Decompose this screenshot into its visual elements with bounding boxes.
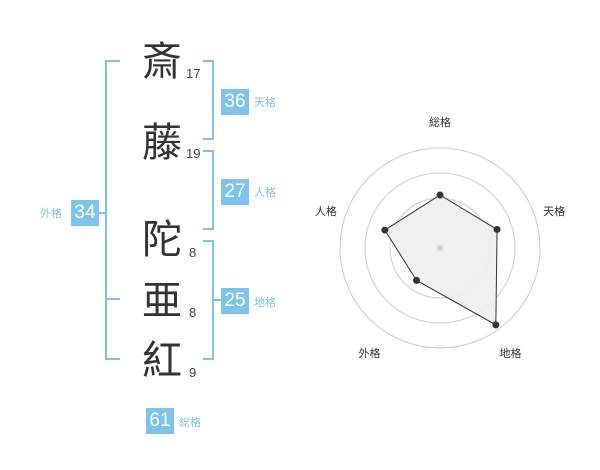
radar-axis-label-1: 総格 — [429, 115, 451, 129]
radar-point-5 — [381, 226, 389, 234]
soukaku-value: 61 — [146, 408, 174, 434]
tenkaku-label: 天格 — [254, 96, 276, 109]
stroke-count-1: 17 — [186, 66, 201, 81]
jinkaku-label: 人格 — [254, 186, 276, 199]
radar-point-1 — [436, 191, 444, 199]
stroke-count-4: 8 — [189, 305, 197, 320]
radar-axis-label-5: 人格 — [315, 204, 337, 218]
kanji-3: 陀 — [142, 217, 182, 263]
radar-points — [381, 191, 501, 329]
chikaku-value: 25 — [221, 288, 249, 314]
kanji-5: 紅 — [142, 338, 182, 384]
soukaku-label: 総格 — [179, 416, 201, 429]
kanji-4: 亜 — [142, 278, 182, 324]
radar-ring — [364, 172, 516, 324]
radar-ring — [339, 147, 541, 349]
radar-point-2 — [493, 225, 501, 233]
gaikaku-label: 外格 — [40, 207, 62, 220]
radar-axis-label-3: 地格 — [500, 346, 522, 360]
radar-axis-label-2: 天格 — [543, 204, 565, 218]
radar-polygon — [384, 194, 498, 326]
kanji-2: 藤 — [142, 120, 182, 166]
stroke-count-2: 19 — [186, 146, 201, 161]
radar-center-dot — [437, 245, 443, 251]
tenkaku-value: 36 — [221, 89, 249, 115]
radar-point-3 — [492, 321, 500, 329]
jinkaku-value: 27 — [221, 179, 249, 205]
stroke-count-3: 8 — [189, 245, 197, 260]
stroke-count-5: 9 — [189, 365, 197, 380]
chikaku-label: 地格 — [254, 296, 276, 309]
radar-axis-label-4: 外格 — [358, 346, 380, 360]
radar-point-4 — [412, 276, 420, 284]
kanji-1: 斎 — [142, 39, 182, 85]
gaikaku-value: 34 — [71, 200, 99, 226]
